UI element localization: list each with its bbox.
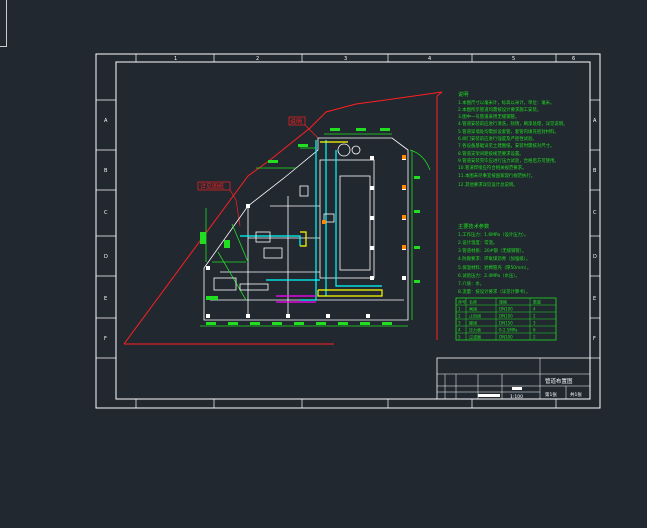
notes-title: 说明 [458, 90, 468, 98]
legend-cell: 闸阀 [469, 306, 477, 312]
title-block: 管道布置图 1:100 第1张 共1张 [436, 357, 591, 400]
legend-cell: 4 [533, 307, 536, 312]
spec-line: 4.防腐要求：环氧煤沥青（加强级）。 [458, 255, 530, 262]
row-label: A [104, 118, 108, 124]
note-line: 8.管道支架间距按规范要求设置。 [458, 150, 524, 157]
legend-cell: DN100 [499, 314, 513, 319]
equipment [213, 143, 361, 291]
spec-line: 8.流量：按设计要求（详见计算书）。 [458, 288, 530, 295]
legend-cell: 蝶阀 [469, 320, 477, 326]
title-mark [512, 387, 522, 390]
row-label: D [104, 254, 108, 260]
legend-cell: 6 [533, 328, 536, 333]
markers-orange [322, 155, 406, 249]
annotation-label: 说明 [290, 118, 302, 126]
legend-cell: DN150 [499, 321, 513, 326]
note-line: 11.本图未尽事宜按国家现行规范执行。 [458, 172, 535, 179]
note-line: 5.管道穿墙处均需加设套管，套管内填充密封材料。 [458, 128, 559, 135]
notes-block: 说明 1.本图尺寸以毫米计，标高以米计，单位：毫米。 2.本图所示管道均需按设计… [458, 90, 568, 188]
legend-cell: 序号 [458, 299, 466, 305]
row-label: B [593, 168, 597, 174]
col-label: 2 [256, 56, 259, 62]
legend-cell: 名称 [469, 299, 477, 305]
note-line: 3.图中一号管道采用无缝钢管。 [458, 113, 519, 120]
legend-cell: DN100 [499, 307, 513, 312]
legend-cell: 4 [458, 328, 461, 333]
row-label: C [593, 210, 597, 216]
note-line: 1.本图尺寸以毫米计，标高以米计，单位：毫米。 [458, 99, 554, 106]
row-label: F [104, 336, 107, 342]
annotation-label: 详见图纸 [200, 183, 224, 191]
spec-line: 6.试验压力：2.4MPa（水压）。 [458, 272, 520, 279]
note-line: 12.其他要求详见设计总说明。 [458, 181, 518, 188]
green-tags [200, 128, 420, 325]
col-label: 1 [174, 56, 177, 62]
legend-cell: 2 [533, 335, 536, 340]
row-label: D [593, 254, 597, 260]
note-line: 9.管道安装完毕应进行压力试验，合格后方可使用。 [458, 157, 559, 164]
red-annotations: 说明 详见图纸 [197, 116, 319, 227]
spec-line: 3.管道材质：20#钢（无缝钢管）。 [458, 247, 526, 254]
row-label: E [593, 296, 596, 302]
title-total: 共1张 [570, 391, 582, 398]
legend-cell: 过滤器 [469, 334, 481, 340]
legend-cell: 2 [458, 314, 461, 319]
specs-block: 主要技术参数 1.工作压力：1.6MPa（设计压力）。 2.设计温度：常温。 3… [458, 222, 531, 295]
legend-cell: 止回阀 [469, 313, 481, 319]
row-label: A [593, 118, 597, 124]
legend-cell: 数量 [533, 299, 541, 305]
row-label: B [104, 168, 108, 174]
legend-cell: 3 [533, 321, 536, 326]
title-sheet: 第1张 [545, 391, 557, 398]
col-label: 3 [344, 56, 347, 62]
outer-frame [95, 53, 601, 409]
building-outline [203, 137, 409, 321]
note-line: 7.各设备基础详见土建图纸，安装时需核对尺寸。 [458, 142, 554, 149]
border-labels: 1 2 3 4 5 6 A B C D E F A B C D E F [104, 56, 597, 342]
spec-line: 5.保温材料：岩棉管壳（厚50mm）。 [458, 264, 531, 271]
note-line: 4.管道安装前应进行清洗，除锈，刷漆处理，详见说明。 [458, 120, 568, 127]
inner-frame [115, 61, 591, 400]
row-label: C [104, 210, 108, 216]
note-line: 10.管道焊接应符合相关规范要求。 [458, 164, 526, 171]
spec-line: 7.介质：水。 [458, 280, 484, 287]
spec-line: 1.工作压力：1.6MPa（设计压力）。 [458, 231, 529, 238]
border-zone-ticks [96, 54, 600, 408]
site-boundary [123, 91, 443, 345]
row-label: F [593, 336, 596, 342]
legend-cell: 1 [458, 307, 461, 312]
legend-cell: 0-2.5MPa [499, 328, 518, 333]
title-signature-bar [478, 394, 500, 397]
col-label: 6 [572, 56, 575, 62]
note-line: 6.阀门安装前应进行强度及严密性试验。 [458, 135, 537, 142]
title-scale: 1:100 [510, 394, 523, 400]
legend-cell: 2 [533, 314, 536, 319]
col-label: 4 [428, 56, 431, 62]
note-line: 2.本图所示管道均需按设计要求施工安装。 [458, 106, 541, 113]
title-drawing-name: 管道布置图 [545, 377, 573, 385]
ucs-corner-marker [0, 0, 7, 47]
row-label: E [104, 296, 107, 302]
legend-cell: 3 [458, 321, 461, 326]
legend-table: 序号 名称 规格 数量 1 闸阀 DN100 4 2 止回阀 DN100 2 3… [455, 297, 557, 341]
green-dimension-lines [200, 133, 431, 327]
legend-cell: 压力表 [469, 327, 481, 333]
pipe-runs [240, 140, 383, 303]
specs-title: 主要技术参数 [458, 222, 490, 230]
col-label: 5 [512, 56, 515, 62]
legend-cell: 规格 [499, 299, 507, 305]
spec-line: 2.设计温度：常温。 [458, 239, 497, 246]
legend-cell: 5 [458, 335, 461, 340]
legend-cell: DN100 [499, 335, 513, 340]
